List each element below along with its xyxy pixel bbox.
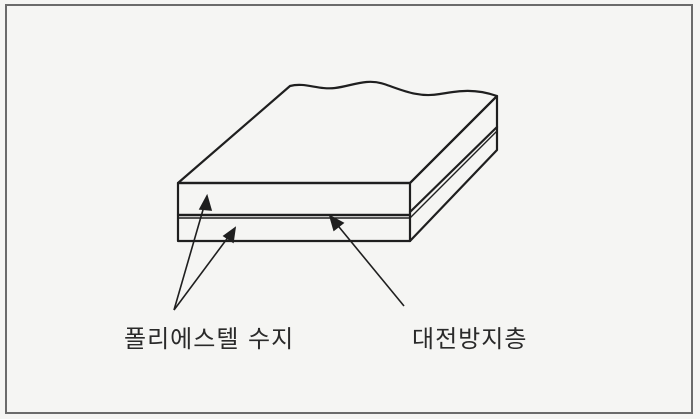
slab-top-face <box>176 80 499 185</box>
antistatic-layer-side-line-2 <box>409 130 498 219</box>
slab-right-face <box>408 94 499 243</box>
antistatic-layer-label: 대전방지층 <box>412 325 528 353</box>
polyester-resin-label: 폴리에스텔 수지 <box>124 325 295 353</box>
leader-line-upper-resin <box>173 195 208 311</box>
antistatic-layer-side-line <box>408 125 499 214</box>
arrowhead-upper-resin <box>198 193 213 211</box>
lower-resin-layer-front <box>176 213 412 243</box>
leader-line-antistatic <box>329 215 405 307</box>
figure-frame <box>5 4 693 414</box>
arrowhead-lower-resin <box>222 226 237 244</box>
upper-resin-layer-front <box>176 181 412 217</box>
arrowhead-antistatic <box>328 214 345 232</box>
leader-line-lower-resin <box>173 227 236 311</box>
